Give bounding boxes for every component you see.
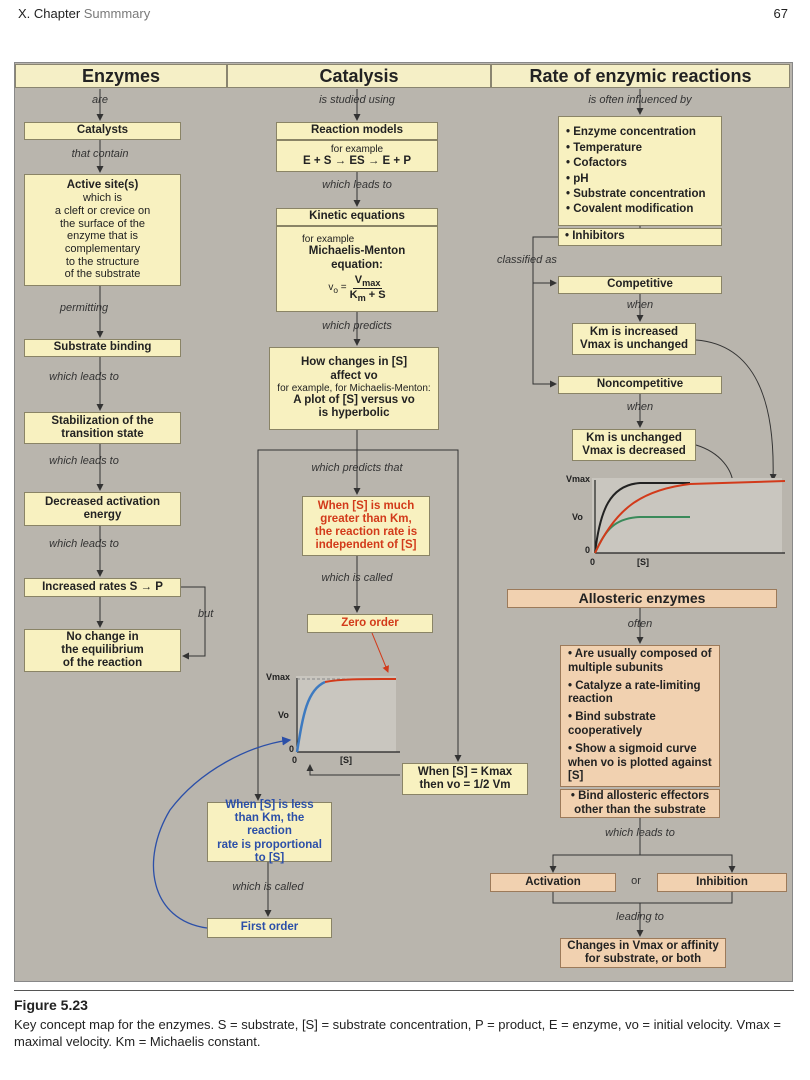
- decreased-activation-box: Decreased activation energy: [24, 492, 181, 526]
- label-or: or: [631, 875, 641, 887]
- competitive-effect-box: Km is increased Vmax is unchanged: [572, 323, 696, 355]
- allo-prop-rate-limiting: Catalyze a rate-limiting reaction: [568, 680, 716, 708]
- catalysts-box: Catalysts: [24, 122, 181, 140]
- label-leads-2: which leads to: [49, 455, 119, 467]
- changes-box: Changes in Vmax or affinity for substrat…: [560, 938, 726, 968]
- enzymes-header: Enzymes: [15, 64, 227, 88]
- label-are: are: [92, 94, 108, 106]
- label-leads: which leads to: [322, 179, 392, 191]
- factor-cofactors: Cofactors: [566, 156, 706, 170]
- kinetic-equations-box: Kinetic equations: [276, 208, 438, 226]
- factor-ph: pH: [566, 172, 706, 186]
- greater-than-km-box: When [S] is much greater than Km, the re…: [302, 496, 430, 556]
- graph1-s-label: [S]: [340, 755, 352, 765]
- noncompetitive-effect-box: Km is unchanged Vmax is decreased: [572, 429, 696, 461]
- inhibitors-box: • Inhibitors: [558, 228, 722, 246]
- less-than-km-box: When [S] is less than Km, the reaction r…: [207, 799, 332, 864]
- first-order-box: First order: [207, 918, 332, 938]
- graph1-vo-label: Vo: [278, 710, 289, 720]
- label-when-2: when: [626, 401, 654, 413]
- label-leading-to: leading to: [616, 911, 664, 923]
- chapter-header: X. Chapter Summmary: [18, 6, 151, 21]
- label-predicts-that: which predicts that: [311, 462, 403, 474]
- equal-km-box: When [S] = Kmax then vo = 1/2 Vm: [402, 763, 528, 795]
- bind-effectors-box: • Bind allosteric effectors other than t…: [560, 789, 720, 818]
- label-studied: is studied using: [319, 94, 395, 106]
- allo-prop-sigmoid: Show a sigmoid curve when vo is plotted …: [568, 743, 716, 784]
- reaction-models-box: Reaction models: [276, 122, 438, 140]
- inhibition-box: Inhibition: [657, 873, 787, 892]
- mm-equation-box: for example Michaelis-Menton equation: v…: [276, 226, 438, 312]
- figure-title: Figure 5.23: [14, 997, 88, 1013]
- allo-prop-subunits: Are usually composed of multiple subunit…: [568, 648, 716, 676]
- rate-header: Rate of enzymic reactions: [491, 64, 790, 88]
- label-leads-3: which leads to: [49, 538, 119, 550]
- allosteric-header-box: Allosteric enzymes: [507, 589, 777, 608]
- competitive-box: Competitive: [558, 276, 722, 294]
- stabilization-box: Stabilization of the transition state: [24, 412, 181, 444]
- how-changes-box: How changes in [S] affect vo for example…: [269, 347, 439, 430]
- catalysis-header: Catalysis: [227, 64, 491, 88]
- graph2-vmax-label: Vmax: [566, 474, 591, 484]
- label-called-1: which is called: [321, 572, 393, 584]
- label-predicts: which predicts: [322, 320, 392, 332]
- figure-caption: Key concept map for the enzymes. S = sub…: [14, 1017, 781, 1049]
- factor-substrate: Substrate concentration: [566, 187, 705, 201]
- graph1-zero-x: 0: [292, 755, 298, 765]
- substrate-binding-box: Substrate binding: [24, 339, 181, 357]
- graph2-vo-label: Vo: [572, 512, 583, 522]
- graph2-zero-y: 0: [585, 545, 591, 555]
- factor-temperature: Temperature: [566, 141, 706, 155]
- reaction-example-box: for example E + S → ES → E + P: [276, 140, 438, 172]
- no-change-box: No change in the equilibrium of the reac…: [24, 629, 181, 672]
- label-permitting: permitting: [59, 302, 109, 314]
- factor-covalent: Covalent modification: [566, 202, 706, 216]
- caption-divider: [14, 990, 794, 991]
- label-allo-leads: which leads to: [605, 827, 675, 839]
- activation-box: Activation: [490, 873, 616, 892]
- factors-box: Enzyme concentration Temperature Cofacto…: [558, 116, 722, 226]
- label-classified: classified as: [497, 254, 557, 266]
- label-that-contain: that contain: [71, 148, 129, 160]
- graph2-s-label: [S]: [637, 557, 649, 567]
- label-when-1: when: [626, 299, 654, 311]
- label-influenced: is often influenced by: [588, 94, 692, 106]
- mm-formula: vo = Vmax Km + S: [328, 273, 386, 304]
- increased-rates-box: Increased rates S → P: [24, 578, 181, 597]
- allosteric-props-box: Are usually composed of multiple subunit…: [560, 645, 720, 787]
- zero-order-box: Zero order: [307, 614, 433, 633]
- page-number: 67: [773, 6, 788, 21]
- factor-enzyme: Enzyme concentration: [566, 125, 706, 139]
- active-site-box: Active site(s) which is a cleft or crevi…: [24, 174, 181, 286]
- label-often: often: [627, 618, 653, 630]
- graph1-vmax-label: Vmax: [266, 672, 291, 682]
- graph1-zero-y: 0: [289, 744, 295, 754]
- graph2-zero-x: 0: [590, 557, 596, 567]
- label-but: but: [198, 608, 214, 620]
- allo-prop-cooperative: Bind substrate cooperatively: [568, 711, 716, 739]
- label-leads-1: which leads to: [49, 371, 119, 383]
- noncompetitive-box: Noncompetitive: [558, 376, 722, 394]
- label-called-2: which is called: [232, 881, 304, 893]
